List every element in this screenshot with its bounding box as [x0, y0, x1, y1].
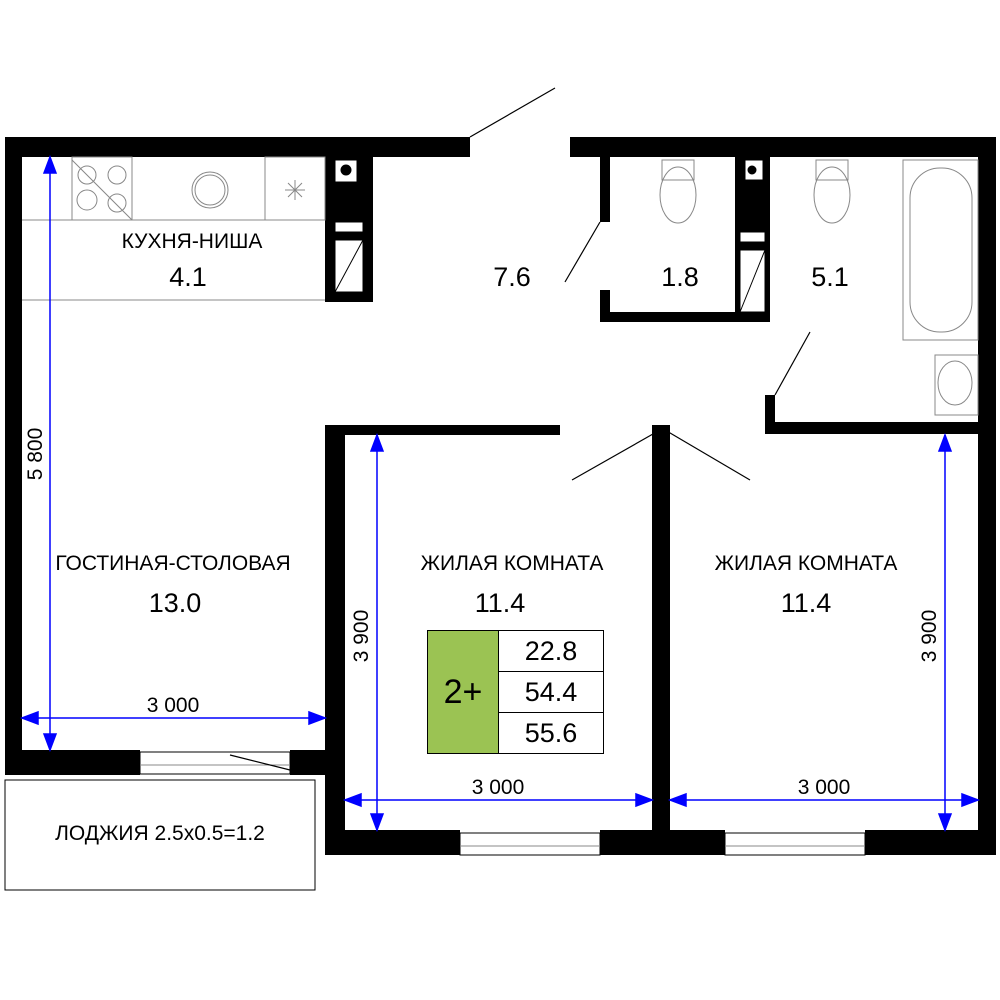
living-width-dim: 3 000	[146, 694, 200, 717]
kitchen-area: 4.1	[169, 262, 207, 292]
wc-area: 1.8	[661, 262, 699, 292]
bedroom2-label: ЖИЛАЯ КОМНАТА	[714, 552, 898, 575]
door-swings	[229, 87, 811, 771]
apartment-type: 2+	[428, 631, 499, 753]
living-height-dim: 5 800	[24, 427, 47, 481]
bath-area: 5.1	[811, 262, 849, 292]
ducts	[334, 159, 766, 313]
bedroom2-width-dim: 3 000	[797, 776, 851, 799]
fixtures	[4, 156, 979, 891]
bedroom1-height-dim: 3 900	[350, 609, 373, 663]
living-label: ГОСТИНАЯ-СТОЛОВАЯ	[55, 552, 291, 575]
apartment-summary: 2+ 22.8 54.4 55.6	[427, 630, 604, 754]
total-area: 54.4	[499, 672, 603, 713]
bedroom1-width-dim: 3 000	[471, 776, 525, 799]
dimension-lines	[19, 154, 981, 833]
bedroom2-area: 11.4	[780, 588, 832, 618]
bedroom2-height-dim: 3 900	[918, 609, 941, 663]
bedroom1-area: 11.4	[474, 588, 526, 618]
hall-area: 7.6	[493, 262, 531, 292]
loggia-label: ЛОДЖИЯ 2.5x0.5=1.2	[55, 822, 265, 845]
living-area: 13.0	[148, 588, 202, 618]
kitchen-label: КУХНЯ-НИША	[121, 230, 263, 253]
bedroom1-label: ЖИЛАЯ КОМНАТА	[420, 552, 604, 575]
living-area-total: 22.8	[499, 631, 603, 672]
walls	[5, 137, 996, 855]
total-area-with-loggia: 55.6	[524, 717, 578, 748]
